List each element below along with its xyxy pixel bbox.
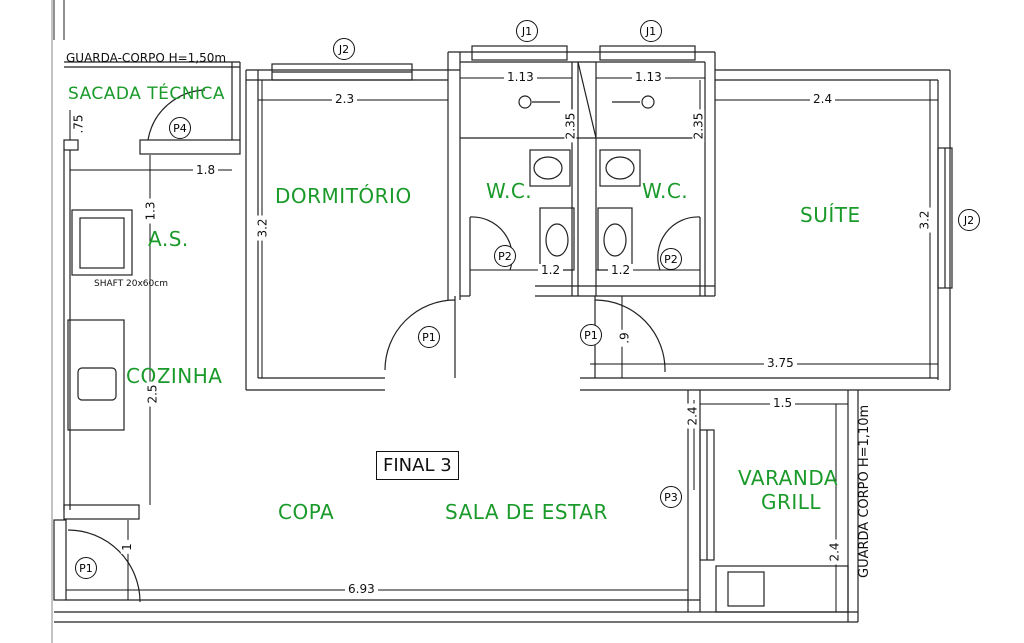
dim-3-2-right: 3.2 <box>918 207 932 233</box>
room-label-dormitorio: DORMITÓRIO <box>275 184 412 208</box>
dim-2-3: 2.3 <box>332 93 358 105</box>
room-label-sacada: SACADA TÉCNICA <box>68 84 225 104</box>
dim-1-5: 1.5 <box>770 397 796 409</box>
door-tag-p3: P3 <box>660 486 682 508</box>
dim-2-4-top: 2.4 <box>810 93 836 105</box>
dim-1: 1 <box>120 540 134 554</box>
room-label-sala: SALA DE ESTAR <box>445 500 608 524</box>
room-label-cozinha: COZINHA <box>126 364 223 388</box>
window-tag-j2-top: J2 <box>333 38 355 60</box>
room-label-copa: COPA <box>278 500 335 524</box>
room-label-wc-left: W.C. <box>486 179 533 203</box>
door-tag-p2-left: P2 <box>494 245 516 267</box>
door-tag-p1-dormitorio: P1 <box>418 326 440 348</box>
dim-0-9: .9 <box>618 329 632 347</box>
dim-2-35-right: 2.35 <box>691 109 705 143</box>
door-tag-p4: P4 <box>169 117 191 139</box>
dim-2-4-mid: 2.4 <box>686 403 700 429</box>
dim-2-5: 2.5 <box>146 381 160 407</box>
room-label-varanda: VARANDA <box>738 466 839 490</box>
window-tag-j1-right: J1 <box>640 20 662 42</box>
dim-1-3: 1.3 <box>144 198 158 224</box>
guarda-corpo-top-note: GUARDA-CORPO H=1,50m <box>66 51 227 65</box>
shaft-note: SHAFT 20x60cm <box>94 279 168 289</box>
dim-1-2-right: 1.2 <box>608 264 634 276</box>
dim-0-75: .75 <box>72 111 86 137</box>
door-tag-p1-entrance: P1 <box>75 557 97 579</box>
dim-1-13-right: 1.13 <box>632 71 665 83</box>
window-tag-j2-right: J2 <box>958 209 980 231</box>
room-label-wc-right: W.C. <box>642 179 689 203</box>
room-label-grill: GRILL <box>761 490 822 514</box>
plan-title: FINAL 3 <box>376 451 459 480</box>
door-tag-p2-right: P2 <box>660 248 682 270</box>
room-label-suite: SUÍTE <box>800 203 861 227</box>
dim-3-75: 3.75 <box>764 357 797 369</box>
dim-1-8: 1.8 <box>193 164 219 176</box>
dim-2-4-bottom: 2.4 <box>828 539 842 565</box>
dim-2-35-left: 2.35 <box>563 109 577 143</box>
room-label-as: A.S. <box>148 227 189 251</box>
guarda-corpo-side-note: GUARDA CORPO H=1,10m <box>857 404 872 578</box>
dim-6-93: 6.93 <box>345 583 378 595</box>
dim-1-13-left: 1.13 <box>504 71 537 83</box>
door-tag-p1-suite: P1 <box>580 324 602 346</box>
window-tag-j1-left: J1 <box>516 20 538 42</box>
dim-3-2-left: 3.2 <box>256 215 270 241</box>
dim-1-2-left: 1.2 <box>538 264 564 276</box>
